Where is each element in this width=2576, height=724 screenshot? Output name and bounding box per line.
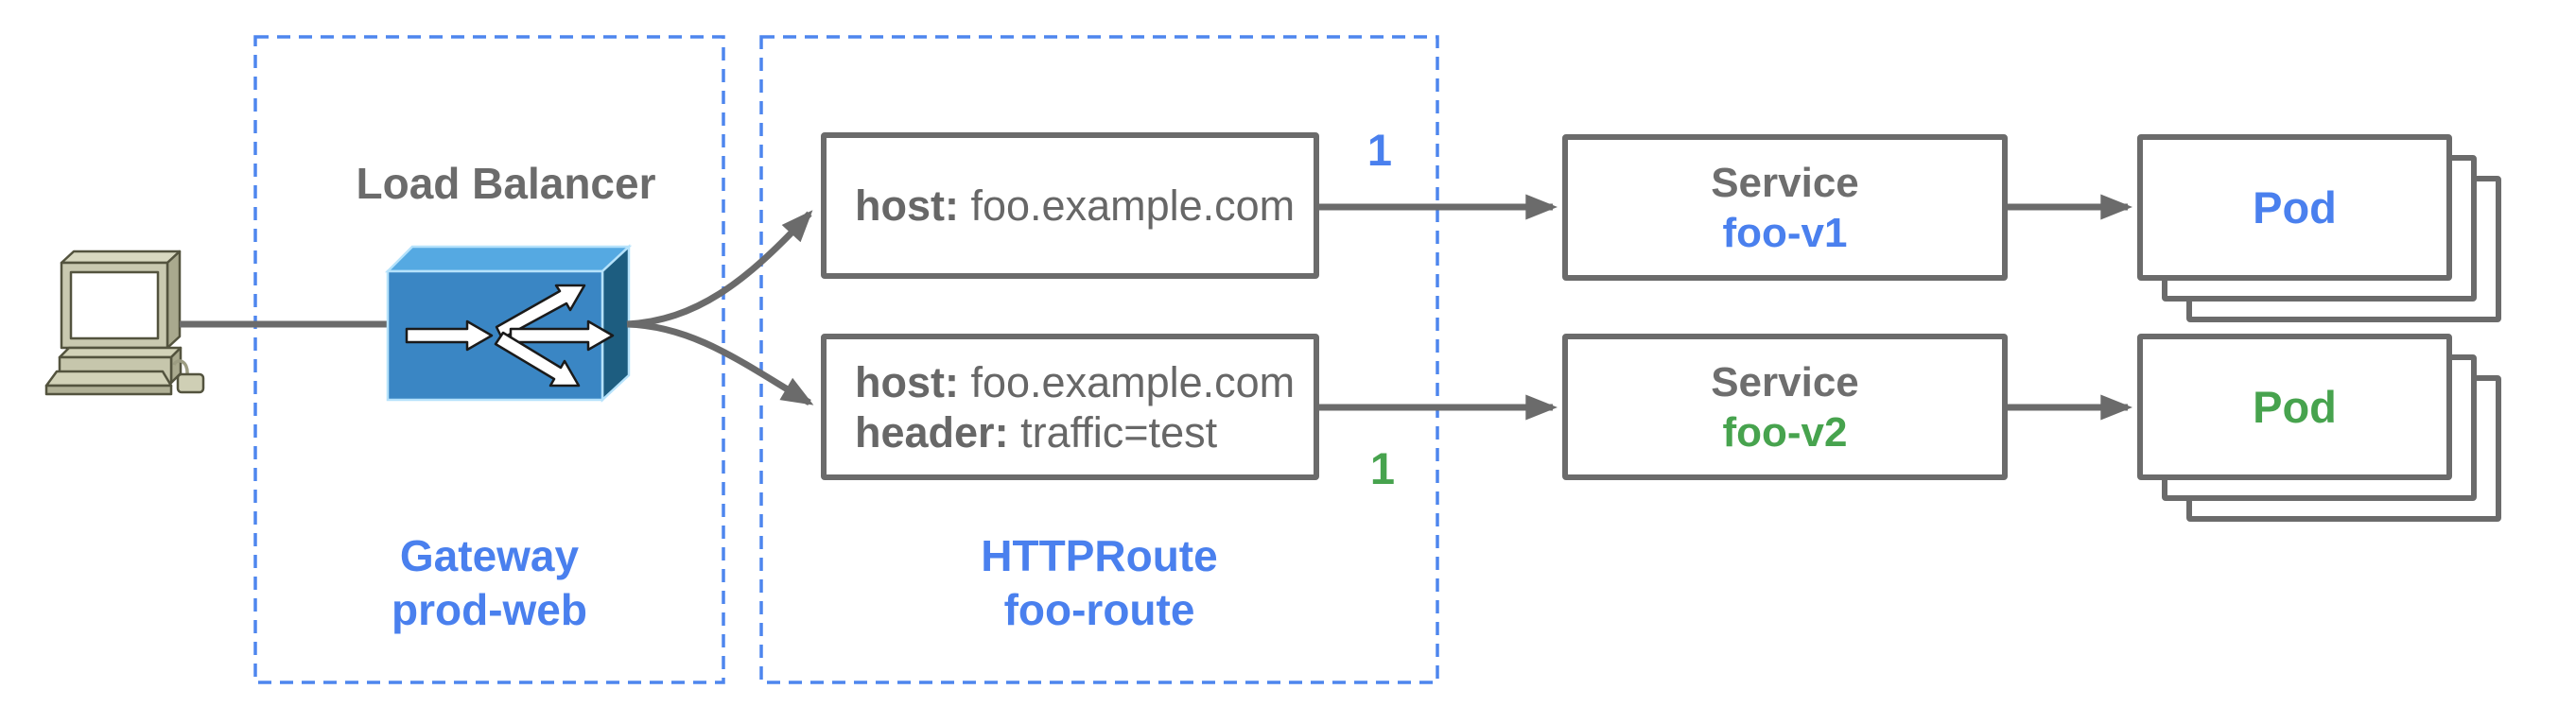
httproute-group-border	[759, 35, 1439, 684]
pod-stack-v2: Pod	[2137, 334, 2501, 522]
rule2-weight-label: 1	[1369, 443, 1396, 493]
service-foo-v1-box: Service foo-v1	[1562, 134, 2008, 281]
service1-name-label: foo-v1	[1722, 209, 1848, 256]
rule2-header-value: traffic=test	[1020, 407, 1218, 457]
httproute-kind-label: HTTPRoute	[981, 531, 1218, 580]
pod1-label: Pod	[2253, 182, 2337, 233]
pod-stack-v1: Pod	[2137, 134, 2501, 322]
gateway-name-label: prod-web	[392, 585, 587, 634]
httproute-rule2-box: host: foo.example.com header: traffic=te…	[821, 334, 1319, 480]
gateway-to-rule2-connector	[626, 320, 814, 406]
rule1-weight-label: 1	[1366, 125, 1393, 175]
service2-name-label: foo-v2	[1722, 408, 1848, 456]
pod-card-front: Pod	[2137, 334, 2452, 480]
rule1-host-key: host:	[855, 181, 959, 230]
desktop-computer-icon	[44, 250, 205, 396]
rule2-header-key: header:	[855, 407, 1009, 457]
httproute-group-label: HTTPRoute foo-route	[761, 529, 1437, 637]
rule2-host-value: foo.example.com	[970, 357, 1296, 406]
service-foo-v2-box: Service foo-v2	[1562, 334, 2008, 480]
rule2-host-key: host:	[855, 357, 959, 406]
service2-kind-label: Service	[1711, 358, 1859, 405]
rule2-header-line: header: traffic=test	[855, 407, 1217, 457]
load-balancer-title: Load Balancer	[356, 159, 656, 208]
gateway-group-border	[253, 35, 725, 684]
service1-kind-label: Service	[1711, 159, 1859, 206]
rule2-host-line: host: foo.example.com	[855, 357, 1295, 407]
load-balancer-icon	[384, 244, 633, 403]
gateway-group-label: Gateway prod-web	[255, 529, 723, 637]
rule1-host-line: host: foo.example.com	[855, 181, 1295, 231]
rule1-host-value: foo.example.com	[970, 181, 1296, 230]
pod2-label: Pod	[2253, 382, 2337, 432]
gateway-kind-label: Gateway	[399, 531, 580, 580]
gateway-to-rule1-connector	[626, 210, 813, 328]
httproute-rule1-box: host: foo.example.com	[821, 132, 1319, 279]
httproute-name-label: foo-route	[1003, 585, 1195, 634]
pod-card-front: Pod	[2137, 134, 2452, 281]
